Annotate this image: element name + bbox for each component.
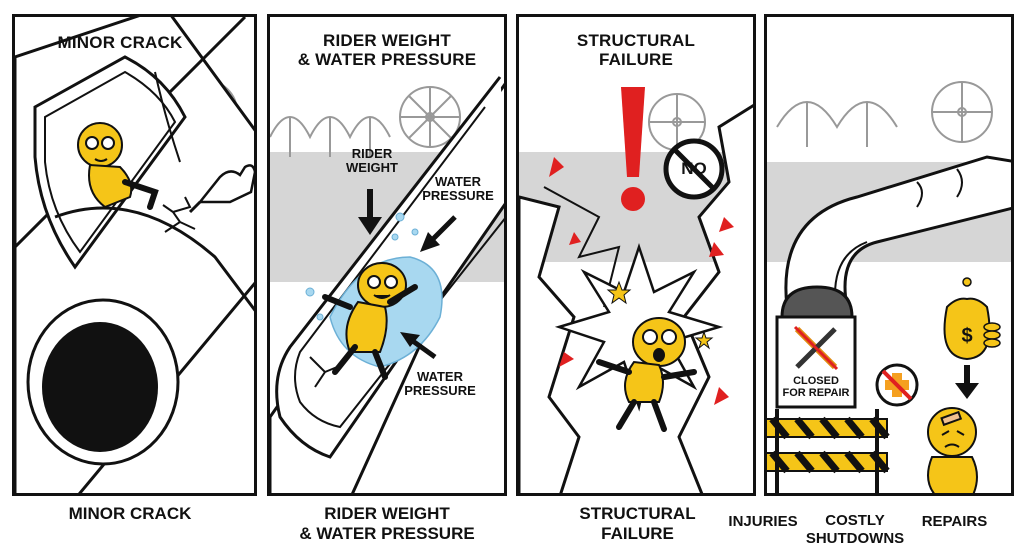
ferris-wheel-icon <box>931 81 993 143</box>
label-water-pressure-top: WATER PRESSURE <box>418 175 498 203</box>
label-rider-weight: RIDER WEIGHT <box>342 147 402 175</box>
caption-rider-weight: RIDER WEIGHT & WATER PRESSURE <box>262 504 512 544</box>
panel-consequences-art: $ <box>767 81 1011 493</box>
caption-rider-weight-line-1: RIDER WEIGHT <box>324 504 450 523</box>
label-rider-weight-line-1: RIDER <box>351 146 393 161</box>
label-water-pressure-bottom: WATER PRESSURE <box>400 370 480 398</box>
panel-minor-crack: MINOR CRACK <box>12 14 257 496</box>
caption-structural-failure-line-2: FAILURE <box>601 524 674 543</box>
closed-for-repair-line-1: CLOSED <box>793 375 839 387</box>
panel-title-2-line-1: RIDER WEIGHT <box>322 31 451 50</box>
closed-for-repair-line-2: FOR REPAIR <box>782 387 850 399</box>
panel-minor-crack-art <box>15 17 254 493</box>
water-pressure-arrow-top <box>420 215 457 252</box>
coins-icon <box>962 277 1001 348</box>
label-water-pressure-bottom-line-2: PRESSURE <box>404 383 476 398</box>
ferris-wheel-icon <box>648 93 706 151</box>
panel-title-3-line-2: FAILURE <box>598 50 674 69</box>
panel-consequences: $ CLOSED FOR REPAIR <box>764 14 1014 496</box>
rider-figure <box>322 262 418 380</box>
rider-weight-arrow <box>358 189 382 235</box>
caption-injuries: INJURIES <box>728 513 798 530</box>
panel-title-1: MINOR CRACK <box>45 33 195 52</box>
roller-coaster-icon <box>776 101 898 147</box>
first-aid-cross-icon <box>875 363 919 407</box>
caption-structural-failure: STRUCTURAL FAILURE <box>520 504 755 544</box>
down-arrow <box>955 365 979 399</box>
stars <box>606 280 714 350</box>
label-water-pressure-bottom-line-1: WATER <box>417 369 463 384</box>
pointing-hand-icon <box>188 164 254 214</box>
caption-costly-line-1: COSTLY <box>825 512 885 529</box>
crack <box>162 196 196 233</box>
label-water-pressure-top-line-1: WATER <box>435 174 481 189</box>
money-bag-icon: $ <box>943 297 991 361</box>
panel-rider-weight: RIDER WEIGHT & WATER PRESSURE RIDER WEIG… <box>267 14 507 496</box>
exclamation-icon <box>621 87 645 211</box>
panel-title-3-line-1: STRUCTURAL <box>576 31 696 50</box>
roller-coaster-icon <box>270 116 391 157</box>
panel-title-2: RIDER WEIGHT & WATER PRESSURE <box>270 31 504 69</box>
barricade-icon <box>767 409 890 493</box>
slide-tube <box>15 17 254 493</box>
panel-structural-failure: STRUCTURAL FAILURE NO <box>516 14 756 496</box>
rider-figure <box>77 122 159 210</box>
caption-minor-crack-line: MINOR CRACK <box>68 504 192 523</box>
svg-text:$: $ <box>961 325 972 347</box>
water-droplets <box>305 212 419 321</box>
no-sign-icon <box>663 138 725 200</box>
water-pressure-arrow-bottom <box>400 332 437 360</box>
panel-title-3: STRUCTURAL FAILURE <box>519 31 753 69</box>
panel-rider-weight-art <box>270 76 504 493</box>
panel-structural-failure-art <box>519 87 753 493</box>
panel-title-1-line: MINOR CRACK <box>57 33 183 52</box>
caption-minor-crack: MINOR CRACK <box>30 504 230 524</box>
caption-repairs: REPAIRS <box>921 513 988 530</box>
closed-sign <box>775 315 857 409</box>
caption-costly-line-2: SHUTDOWNS <box>805 530 905 547</box>
ferris-wheel-icon <box>399 86 461 148</box>
caption-rider-weight-line-2: & WATER PRESSURE <box>299 524 475 543</box>
injured-rider-figure <box>927 407 978 493</box>
caption-structural-failure-line-1: STRUCTURAL <box>579 504 696 523</box>
closed-for-repair-label: CLOSED FOR REPAIR <box>777 375 855 399</box>
wrench-screwdriver-icon <box>793 325 839 371</box>
rider-figure <box>596 317 697 432</box>
no-sign-label: NO <box>681 159 707 178</box>
panel-title-2-line-2: & WATER PRESSURE <box>297 50 477 69</box>
label-rider-weight-line-2: WEIGHT <box>346 160 398 175</box>
caption-costly-shutdowns: COSTLY SHUTDOWNS <box>800 512 910 548</box>
debris-fragments <box>549 157 734 405</box>
label-water-pressure-top-line-2: PRESSURE <box>422 188 494 203</box>
